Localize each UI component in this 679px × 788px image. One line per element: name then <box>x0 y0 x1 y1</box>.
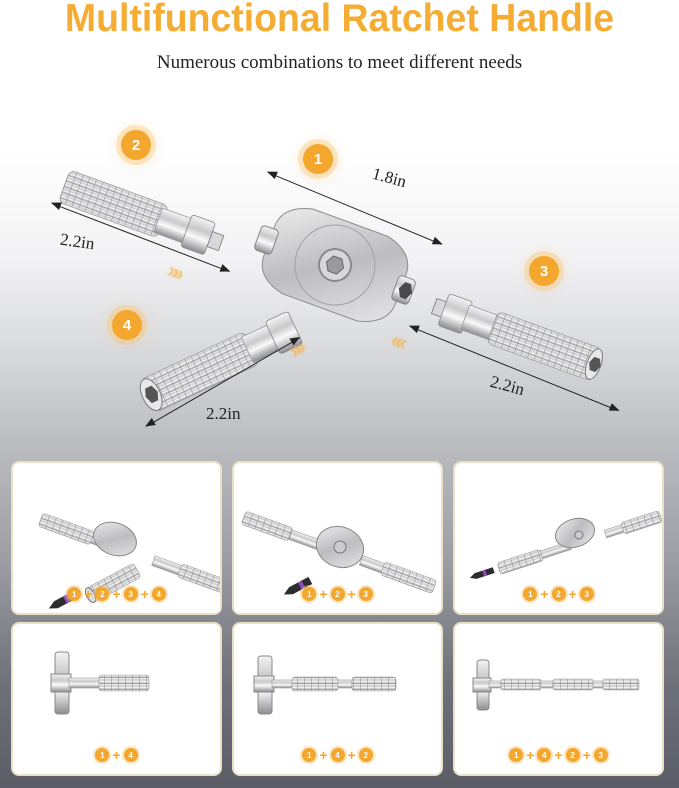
combination-formula: 1 + 2 + 3 <box>455 587 662 601</box>
part-badge-3: 3 <box>529 256 559 286</box>
combination-formula: 1 + 4 <box>13 748 220 762</box>
part-3-extension-bar <box>430 293 603 380</box>
plus-sign: + <box>554 747 563 763</box>
combination-formula: 1 + 2 + 3 + 4 <box>13 587 220 601</box>
plus-sign: + <box>568 586 577 602</box>
combination-card-4: 1 + 4 <box>11 622 222 776</box>
plus-sign: + <box>582 747 591 763</box>
part-badge: 1 <box>67 587 82 601</box>
tool-illustration <box>59 171 603 412</box>
combination-image-cross <box>38 513 220 609</box>
plus-sign: + <box>112 586 121 602</box>
part-badge: 1 <box>95 748 110 762</box>
part-badge: 2 <box>95 587 110 601</box>
part-badge: 2 <box>358 748 373 762</box>
plus-sign: + <box>347 747 356 763</box>
part-badge: 2 <box>330 587 345 601</box>
plus-sign: + <box>140 586 149 602</box>
part-badge: 1 <box>523 587 538 601</box>
part-badge: 4 <box>537 748 552 762</box>
combination-formula: 1 + 4 + 2 <box>234 748 441 762</box>
part-badge: 3 <box>593 748 608 762</box>
combination-image-angled <box>469 510 662 579</box>
part-badge-1: 1 <box>303 144 333 174</box>
part-badge-4: 4 <box>112 310 142 340</box>
part-badge: 4 <box>151 587 166 601</box>
part-badge-2: 2 <box>121 130 151 160</box>
plus-sign: + <box>347 586 356 602</box>
part-badge: 2 <box>565 748 580 762</box>
part-badge: 3 <box>358 587 373 601</box>
plus-sign: + <box>540 586 549 602</box>
part-badge: 1 <box>302 587 317 601</box>
combination-formula: 1 + 2 + 3 <box>234 587 441 601</box>
plus-sign: + <box>319 747 328 763</box>
plus-sign: + <box>526 747 535 763</box>
combination-card-6: 1 + 4 + 2 + 3 <box>453 622 664 776</box>
plus-sign: + <box>112 747 121 763</box>
part-badge: 4 <box>330 748 345 762</box>
part-badge: 1 <box>302 748 317 762</box>
part-badge: 3 <box>123 587 138 601</box>
combination-image-t-handle-extra-long <box>472 659 640 711</box>
part-badge: 2 <box>551 587 566 601</box>
plus-sign: + <box>84 586 93 602</box>
combination-image-t-handle <box>50 651 150 715</box>
part-badge: 4 <box>123 748 138 762</box>
page-title: Multifunctional Ratchet Handle <box>64 0 615 40</box>
part-badge: 3 <box>579 587 594 601</box>
plus-sign: + <box>319 586 328 602</box>
part-1-ratchet-head <box>254 208 416 322</box>
dimension-label-part-4: 2.2in <box>206 404 241 423</box>
combination-card-2: 1 + 2 + 3 <box>232 461 443 615</box>
combination-image-straight <box>241 511 437 595</box>
combination-card-3: 1 + 2 + 3 <box>453 461 664 615</box>
combination-image-t-handle-long <box>253 655 397 715</box>
combination-card-5: 1 + 4 + 2 <box>232 622 443 776</box>
page-subtitle: Numerous combinations to meet different … <box>156 52 523 73</box>
combination-formula: 1 + 4 + 2 + 3 <box>455 748 662 762</box>
part-4-extension-bar <box>139 311 303 412</box>
part-badge: 1 <box>509 748 524 762</box>
combination-card-1: 1 + 2 + 3 + 4 <box>11 461 222 615</box>
part-2-extension-bar <box>59 171 225 255</box>
